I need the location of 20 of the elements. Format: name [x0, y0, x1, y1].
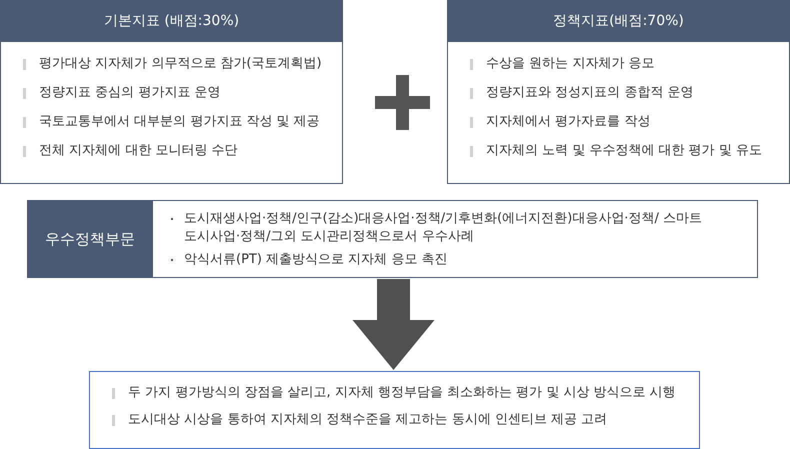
list-item: 지자체의 노력 및 우수정책에 대한 평가 및 유도 — [470, 142, 781, 160]
list-item: 정량지표와 정성지표의 종합적 운영 — [470, 84, 781, 102]
arrow — [352, 279, 434, 370]
list-item: 전체 지자체에 대한 모니터링 수단 — [23, 142, 334, 160]
box-heading: 기본지표 (배점:30%) — [0, 0, 343, 42]
list-item: 국토교통부에서 대부분의 평가지표 작성 및 제공 — [23, 113, 334, 131]
summary-box — [89, 371, 700, 449]
list-item: 도시대상 시상을 통하여 지자체의 정책수준을 제고하는 동시에 인센티브 제공 고려 — [112, 411, 691, 429]
list-item: 지자체에서 평가자료를 작성 — [470, 113, 781, 131]
category-box — [447, 0, 790, 184]
list-item: 수상을 원하는 지자체가 응모 — [470, 55, 781, 73]
category-box — [0, 0, 343, 184]
list-item: 악식서류(PT) 제출방식으로 지자체 응모 촉진 — [168, 251, 708, 269]
box-heading: 우수정책부문 — [27, 200, 153, 278]
category-box — [27, 200, 758, 278]
box-heading: 정책지표(배점:70%) — [447, 0, 790, 42]
list-item: 두 가지 평가방식의 장점을 살리고, 지자체 행정부담을 최소화하는 평가 및 시상 방식으로 시행 — [112, 384, 691, 402]
list-item: 도시재생사업·정책/인구(감소)대응사업·정책/기후변화(에너지전환)대응사업·정책/ 스마트도시사업·정책/그외 도시관리정책으로서 우수사례 — [168, 210, 708, 246]
list-item: 평가대상 지자체가 의무적으로 참가(국토계획법) — [23, 55, 334, 73]
list-item: 정량지표 중심의 평가지표 운영 — [23, 84, 334, 102]
